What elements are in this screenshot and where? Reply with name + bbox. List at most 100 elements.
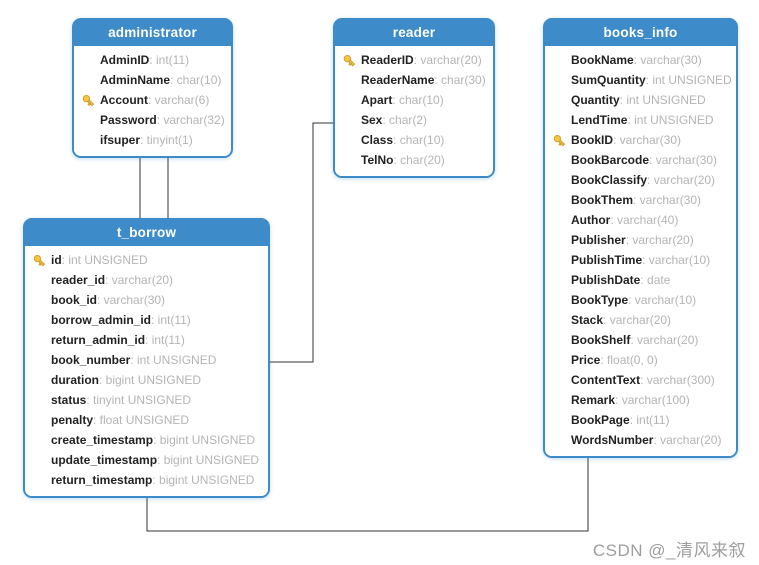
field-name: PublishDate bbox=[571, 273, 641, 287]
field-name: ReaderName bbox=[361, 73, 435, 87]
field-type: : varchar(40) bbox=[610, 213, 679, 227]
table-books-info-title: books_info bbox=[603, 25, 678, 40]
field-name: status bbox=[51, 393, 87, 407]
field-type: : bigint UNSIGNED bbox=[99, 373, 202, 387]
field-type: : int(11) bbox=[151, 313, 191, 327]
field-name: Remark bbox=[571, 393, 616, 407]
field-row: AdminID: int(11) bbox=[76, 50, 227, 70]
field-type: : int UNSIGNED bbox=[619, 93, 706, 107]
field-row: AdminName: char(10) bbox=[76, 70, 227, 90]
primary-key-icon bbox=[547, 133, 571, 148]
field-row: Sex: char(2) bbox=[337, 110, 489, 130]
field-type: : int(11) bbox=[149, 53, 190, 67]
field-type: : float UNSIGNED bbox=[93, 413, 190, 427]
field-name: reader_id bbox=[51, 273, 106, 287]
table-reader-header[interactable]: reader bbox=[335, 20, 493, 46]
field-name: Quantity bbox=[571, 93, 620, 107]
field-row: create_timestamp: bigint UNSIGNED bbox=[27, 430, 264, 450]
field-type: : tinyint UNSIGNED bbox=[86, 393, 192, 407]
field-name: Publisher bbox=[571, 233, 626, 247]
field-name: BookClassify bbox=[571, 173, 648, 187]
table-reader[interactable]: reader ReaderID: varchar(20)ReaderName: … bbox=[333, 18, 495, 178]
field-type: : varchar(30) bbox=[633, 193, 702, 207]
field-type: : int(11) bbox=[629, 413, 670, 427]
field-type: : varchar(6) bbox=[148, 93, 210, 107]
table-books-info[interactable]: books_info BookName: varchar(30) SumQuant… bbox=[543, 18, 738, 458]
connector-reader-t-borrow bbox=[270, 122, 333, 363]
field-name: return_timestamp bbox=[51, 473, 153, 487]
watermark: CSDN @_清风来叙 bbox=[592, 541, 746, 560]
field-name: book_number bbox=[51, 353, 131, 367]
table-administrator-title: administrator bbox=[108, 25, 197, 40]
field-type: : varchar(10) bbox=[628, 293, 697, 307]
field-name: Sex bbox=[361, 113, 383, 127]
field-type: : char(30) bbox=[434, 73, 486, 87]
field-name: BookThem bbox=[571, 193, 634, 207]
field-name: duration bbox=[51, 373, 99, 387]
field-row: duration: bigint UNSIGNED bbox=[27, 370, 264, 390]
field-row: WordsNumber: varchar(20) bbox=[547, 430, 732, 450]
field-row: TelNo: char(20) bbox=[337, 150, 489, 170]
field-row: LendTime: int UNSIGNED bbox=[547, 110, 732, 130]
field-row: BookClassify: varchar(20) bbox=[547, 170, 732, 190]
table-books-info-fields: BookName: varchar(30) SumQuantity : int UN… bbox=[545, 46, 736, 456]
field-type: : int UNSIGNED bbox=[61, 253, 148, 267]
field-name: SumQuantity bbox=[571, 73, 646, 87]
field-row: BookBarcode: varchar(30) bbox=[547, 150, 732, 170]
field-row: PublishDate: date bbox=[547, 270, 732, 290]
table-administrator-fields: AdminID: int(11)AdminName: char(10)Accou… bbox=[74, 46, 231, 156]
table-administrator-header[interactable]: administrator bbox=[74, 20, 231, 46]
field-type: : bigint UNSIGNED bbox=[153, 433, 256, 447]
field-name: PublishTime bbox=[571, 253, 643, 267]
field-row: Publisher: varchar(20) bbox=[547, 230, 732, 250]
field-row: BookType: varchar(10) bbox=[547, 290, 732, 310]
field-type: : varchar(20) bbox=[625, 233, 694, 247]
field-type: : varchar(30) bbox=[97, 293, 166, 307]
field-name: Class bbox=[361, 133, 394, 147]
field-name: Account bbox=[100, 93, 148, 107]
field-type: : varchar(20) bbox=[653, 433, 722, 447]
field-row: borrow_admin_id: int(11) bbox=[27, 310, 264, 330]
field-name: ReaderID bbox=[361, 53, 414, 67]
field-row: BookShelf: varchar(20) bbox=[547, 330, 732, 350]
field-type: : varchar(100) bbox=[615, 393, 690, 407]
table-t-borrow[interactable]: t_borrow id: int UNSIGNED reader_id : varc… bbox=[23, 218, 270, 498]
field-type: : char(2) bbox=[382, 113, 428, 127]
field-type: : varchar(30) bbox=[613, 133, 682, 147]
field-name: id bbox=[51, 253, 62, 267]
table-books-info-header[interactable]: books_info bbox=[545, 20, 736, 46]
field-name: LendTime bbox=[571, 113, 628, 127]
field-row: Remark: varchar(100) bbox=[547, 390, 732, 410]
field-type: : char(10) bbox=[392, 93, 444, 107]
field-name: create_timestamp bbox=[51, 433, 154, 447]
field-row: ifsuper: tinyint(1) bbox=[76, 130, 227, 150]
field-name: update_timestamp bbox=[51, 453, 158, 467]
field-row: book_id: varchar(30) bbox=[27, 290, 264, 310]
field-type: : varchar(30) bbox=[649, 153, 718, 167]
field-row: BookThem: varchar(30) bbox=[547, 190, 732, 210]
field-name: WordsNumber bbox=[571, 433, 654, 447]
field-name: ifsuper bbox=[100, 133, 141, 147]
field-type: : varchar(30) bbox=[633, 53, 702, 67]
table-administrator[interactable]: administrator AdminID: int(11)AdminName:… bbox=[72, 18, 233, 158]
field-name: AdminName bbox=[100, 73, 171, 87]
table-reader-fields: ReaderID: varchar(20)ReaderName: char(30… bbox=[335, 46, 493, 176]
table-t-borrow-header[interactable]: t_borrow bbox=[25, 220, 268, 246]
field-row: return_admin_id: int(11) bbox=[27, 330, 264, 350]
field-name: BookBarcode bbox=[571, 153, 650, 167]
primary-key-icon bbox=[337, 53, 361, 68]
field-row: BookName: varchar(30) bbox=[547, 50, 732, 70]
field-type: : varchar(20) bbox=[603, 313, 672, 327]
field-type: : varchar(20) bbox=[647, 173, 716, 187]
field-row: ReaderName: char(30) bbox=[337, 70, 489, 90]
field-name: Price bbox=[571, 353, 601, 367]
field-type: : char(10) bbox=[170, 73, 222, 87]
field-row: return_timestamp: bigint UNSIGNED bbox=[27, 470, 264, 490]
field-type: : int UNSIGNED bbox=[627, 113, 714, 127]
field-type: : varchar(32) bbox=[156, 113, 225, 127]
field-row: ContentText: varchar(300) bbox=[547, 370, 732, 390]
field-name: Apart bbox=[361, 93, 393, 107]
field-row: Password: varchar(32) bbox=[76, 110, 227, 130]
field-name: TelNo bbox=[361, 153, 394, 167]
